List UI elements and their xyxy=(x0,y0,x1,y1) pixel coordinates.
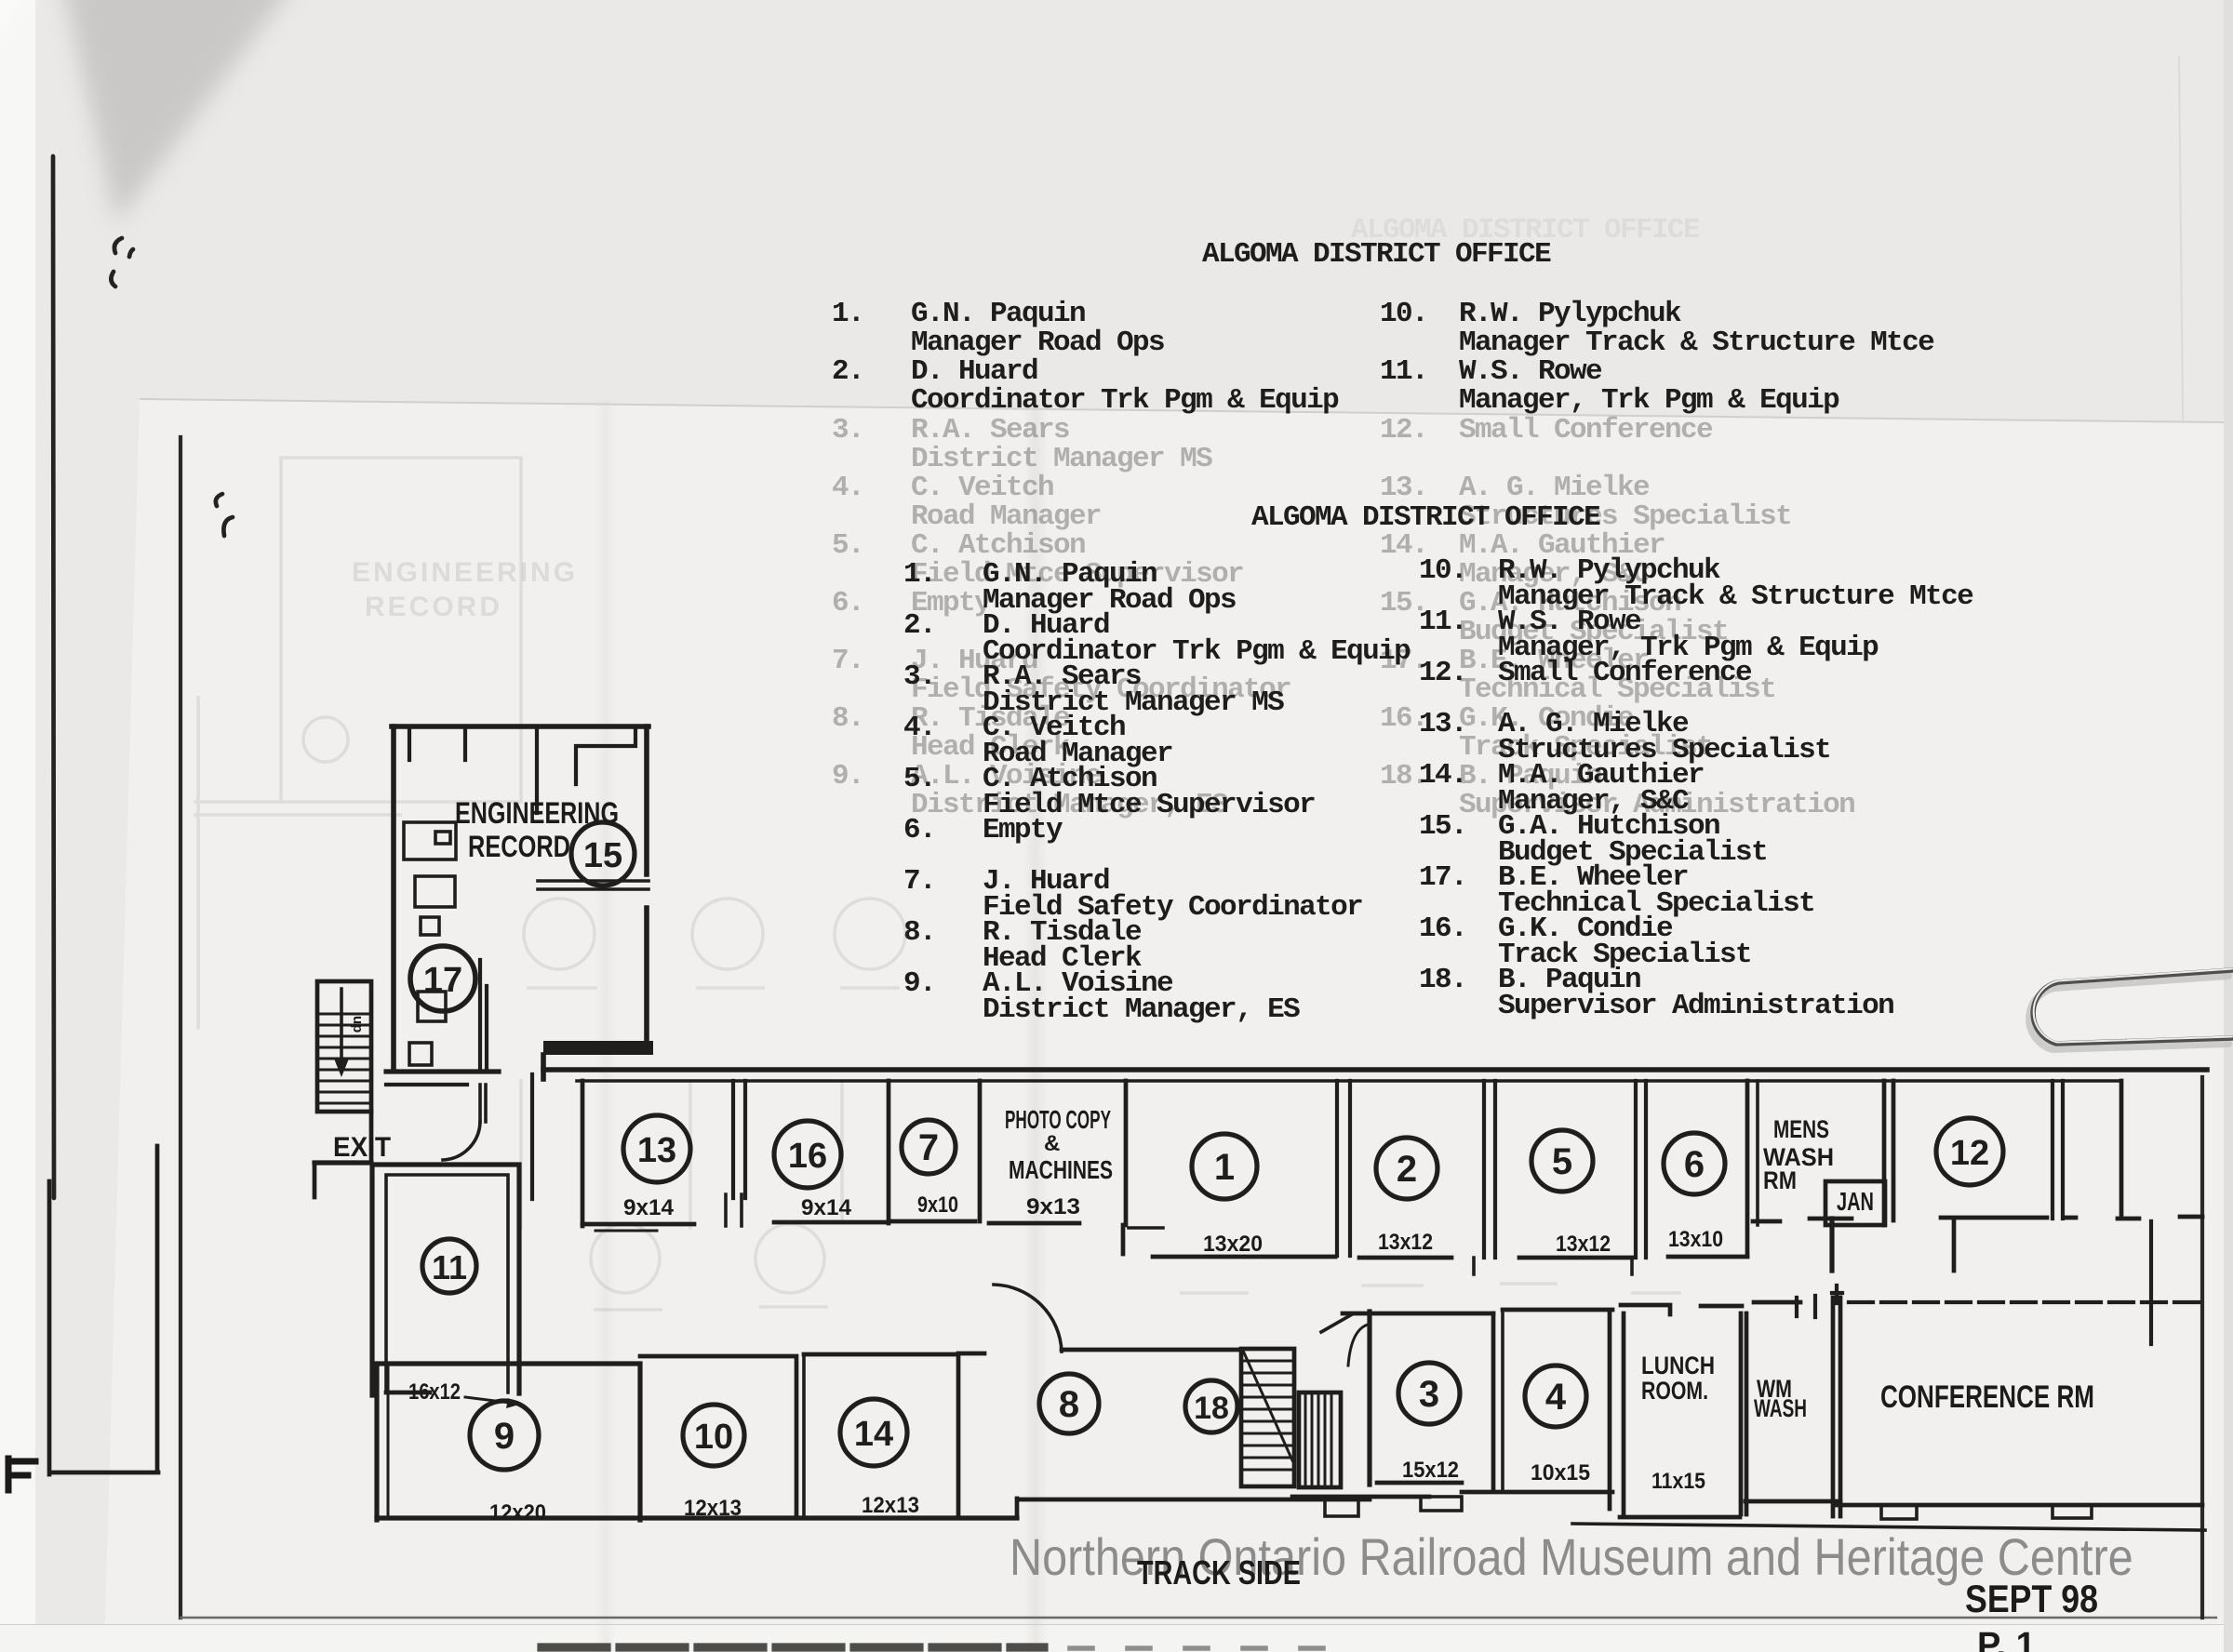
svg-text:7: 7 xyxy=(918,1127,939,1168)
svg-text:MACHINES: MACHINES xyxy=(1009,1155,1113,1184)
svg-text:SEPT 98: SEPT 98 xyxy=(1965,1577,2098,1620)
svg-text:16x12: 16x12 xyxy=(408,1379,461,1405)
svg-text:13x12: 13x12 xyxy=(1556,1232,1611,1257)
svg-text:5: 5 xyxy=(1552,1141,1572,1182)
svg-text:18: 18 xyxy=(1194,1391,1229,1426)
svg-text:WM: WM xyxy=(1757,1375,1792,1403)
svg-text:12x20: 12x20 xyxy=(489,1500,546,1525)
svg-text:LUNCH: LUNCH xyxy=(1641,1352,1715,1379)
svg-text:EXIT: EXIT xyxy=(333,1132,391,1163)
svg-text:WASH: WASH xyxy=(1754,1394,1807,1422)
svg-text:ENGINEERING: ENGINEERING xyxy=(455,796,619,830)
svg-text:9x10: 9x10 xyxy=(917,1192,958,1218)
svg-text:13x10: 13x10 xyxy=(1668,1227,1723,1252)
svg-text:9x14: 9x14 xyxy=(801,1195,852,1220)
svg-text:3: 3 xyxy=(1419,1374,1439,1415)
svg-text:RM: RM xyxy=(1763,1166,1797,1194)
svg-text:12: 12 xyxy=(1950,1134,1989,1173)
svg-text:13x12: 13x12 xyxy=(1378,1230,1433,1255)
svg-text:MENS: MENS xyxy=(1773,1115,1829,1143)
svg-text:PHOTO COPY: PHOTO COPY xyxy=(1005,1105,1111,1134)
svg-text:15: 15 xyxy=(583,836,622,875)
svg-text:RECORD: RECORD xyxy=(365,592,502,622)
svg-text:1: 1 xyxy=(1214,1147,1235,1188)
svg-text:WASH: WASH xyxy=(1763,1143,1834,1171)
svg-text:ENGINEERING: ENGINEERING xyxy=(352,557,578,588)
svg-text:15x12: 15x12 xyxy=(1402,1458,1459,1483)
svg-text:9x13: 9x13 xyxy=(1026,1194,1080,1219)
svg-text:8: 8 xyxy=(1059,1384,1079,1425)
svg-text:&: & xyxy=(1044,1131,1060,1156)
svg-text:11x15: 11x15 xyxy=(1651,1469,1705,1494)
svg-text:16: 16 xyxy=(788,1137,827,1176)
svg-text:TRACK SIDE: TRACK SIDE xyxy=(1137,1553,1301,1592)
svg-text:9x14: 9x14 xyxy=(623,1195,675,1220)
svg-text:14: 14 xyxy=(854,1415,893,1454)
svg-text:4: 4 xyxy=(1545,1377,1567,1418)
svg-text:13: 13 xyxy=(637,1131,676,1170)
svg-text:P. 1: P. 1 xyxy=(1977,1626,2036,1652)
svg-text:9: 9 xyxy=(494,1416,515,1457)
svg-text:CONFERENCE RM: CONFERENCE RM xyxy=(1880,1379,2094,1415)
svg-text:12x13: 12x13 xyxy=(684,1496,742,1521)
svg-text:12x13: 12x13 xyxy=(862,1493,919,1518)
svg-text:10: 10 xyxy=(694,1418,733,1457)
svg-text:6: 6 xyxy=(1684,1144,1705,1185)
svg-text:11: 11 xyxy=(432,1248,467,1286)
svg-text:10x15: 10x15 xyxy=(1531,1460,1590,1485)
svg-text:17: 17 xyxy=(423,961,462,1000)
svg-text:ROOM.: ROOM. xyxy=(1641,1377,1708,1405)
svg-text:13x20: 13x20 xyxy=(1203,1232,1263,1257)
svg-text:RECORD: RECORD xyxy=(468,830,570,863)
svg-text:2: 2 xyxy=(1397,1149,1417,1190)
svg-text:up: up xyxy=(350,1016,366,1032)
svg-text:JAN: JAN xyxy=(1837,1187,1874,1216)
